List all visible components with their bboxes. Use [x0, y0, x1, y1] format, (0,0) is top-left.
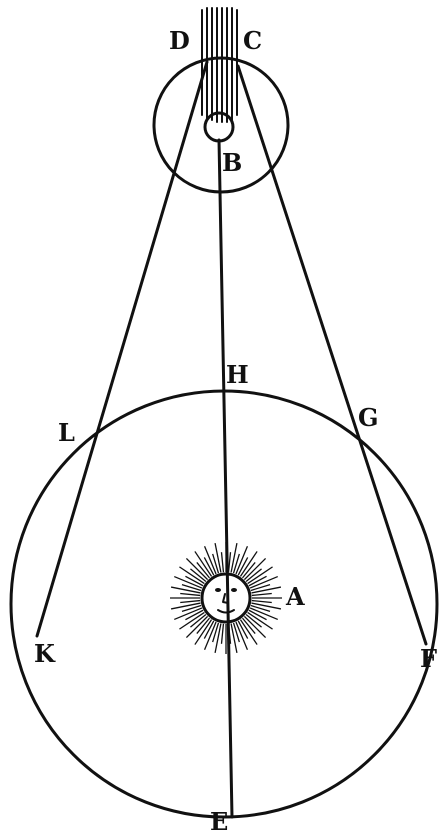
sun-ray: [230, 623, 238, 654]
sun-ray: [212, 622, 220, 643]
sun-ray: [214, 542, 222, 573]
sun-ray: [185, 557, 209, 581]
sun-ray: [190, 568, 207, 583]
label-l: L: [58, 418, 75, 447]
body-b-circle: [203, 111, 235, 143]
sun-ray: [247, 611, 273, 630]
sun-ray: [232, 553, 240, 574]
sun-ray: [230, 542, 238, 573]
label-h: H: [226, 360, 249, 389]
sun-ray: [179, 566, 205, 585]
sun-ray: [170, 586, 201, 594]
sun-ray: [203, 546, 217, 575]
sun-ray: [251, 599, 272, 604]
sun-ray: [179, 611, 205, 630]
sun-ray: [247, 566, 273, 585]
sun-ray: [237, 620, 249, 639]
line-b-e: [217, 138, 234, 819]
sun-ray: [248, 609, 267, 621]
sun-ray: [203, 621, 217, 650]
sun-ray: [245, 613, 262, 628]
label-g: G: [358, 403, 379, 432]
sun-ray: [185, 615, 209, 639]
sun-ray: [181, 604, 202, 612]
sun-ray: [232, 622, 240, 643]
sun-ray: [220, 552, 225, 573]
sun-ray: [239, 619, 258, 645]
sun-ray: [243, 615, 267, 639]
sun-ray: [190, 613, 207, 628]
sun-ray: [249, 607, 278, 621]
sun-ray: [248, 575, 267, 587]
line-c-f: [236, 64, 428, 646]
sun-ray: [241, 562, 256, 579]
sun-ray: [237, 557, 249, 576]
sun-ray: [194, 551, 213, 577]
sun-ray: [181, 584, 202, 592]
sun-ray: [174, 575, 203, 589]
label-a: A: [285, 582, 305, 611]
label-d: D: [169, 26, 190, 55]
sun-ray: [185, 609, 204, 621]
sun-ray: [212, 553, 220, 574]
light-rays: [201, 7, 238, 123]
label-e: E: [210, 807, 228, 833]
sun-ray: [235, 546, 249, 575]
sun-ray: [203, 557, 215, 576]
sun-ray: [249, 575, 278, 589]
sun-ray: [251, 592, 272, 597]
sun-ray: [180, 599, 201, 604]
sun-ray: [251, 586, 282, 594]
sun-ray: [220, 623, 225, 644]
label-c: C: [243, 26, 262, 55]
sun-ray: [239, 551, 258, 577]
sun-ray: [245, 568, 262, 583]
sun-ray: [243, 557, 267, 581]
sun-ray: [203, 620, 215, 639]
sun-ray: [180, 592, 201, 597]
sun-ray: [235, 621, 249, 650]
sun-ray: [241, 617, 256, 634]
sun-ray: [185, 575, 204, 587]
sun-ray: [174, 607, 203, 621]
label-b: B: [222, 148, 242, 177]
sun-ray: [227, 552, 232, 573]
sun-ray: [214, 623, 222, 654]
sun-ray: [196, 617, 211, 634]
sun-ray: [170, 602, 201, 610]
sun-icon: [170, 542, 282, 654]
sun-ray: [250, 604, 271, 612]
line-d-k: [35, 60, 209, 638]
label-f: F: [420, 644, 437, 673]
sun-ray: [196, 562, 211, 579]
sun-ray: [227, 623, 232, 644]
sun-ray: [194, 619, 213, 645]
label-k: K: [34, 639, 56, 668]
sun-ray: [250, 584, 271, 592]
sun-ray: [251, 602, 282, 610]
